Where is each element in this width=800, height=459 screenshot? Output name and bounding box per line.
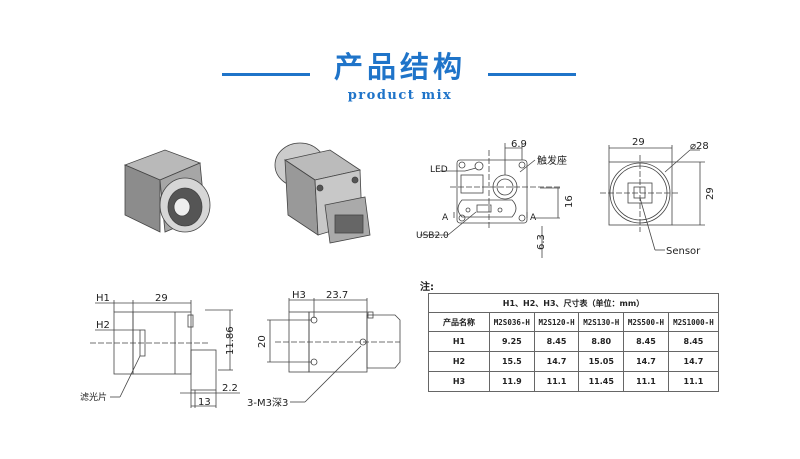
dim-29: 29 [155,293,168,304]
sensor-label: Sensor [666,246,701,257]
row-label: H3 [428,371,490,392]
lens-height: 29 [705,187,716,200]
row-label: H1 [428,331,490,352]
usb-label: USB2.0 [416,231,449,241]
led-label: LED [430,165,448,175]
header-cell: M2S036-H [489,312,535,332]
filter-label: 滤光片 [80,391,107,403]
table-cell: 14.7 [667,351,720,372]
header-cell: M2S1000-H [667,312,720,332]
page-title: 产品结构 [333,50,466,84]
table-cell: 11.45 [578,371,625,392]
dim-h2: H2 [96,320,110,331]
dim-h3: H3 [292,290,306,301]
trigger-label: 触发座 [537,154,567,167]
dim-2-2: 2.2 [222,383,238,394]
dim-6-9: 6.9 [511,139,527,150]
table-row: H3 11.9 11.1 11.45 11.1 11.1 [428,371,720,392]
row-label: H2 [428,351,490,372]
table-cell: 15.5 [489,351,535,372]
header-cell: 产品名称 [428,312,490,332]
table-cell: 8.45 [533,331,580,352]
table-cell: 8.80 [578,331,625,352]
table-cell: 11.1 [533,371,580,392]
table-row: H2 15.5 14.7 15.05 14.7 14.7 [428,351,720,372]
dim-13: 13 [198,397,211,408]
header-cell: M2S500-H [623,312,669,332]
dim-23-7: 23.7 [326,290,348,301]
table-cell: 15.05 [578,351,625,372]
title-line-right [488,73,576,76]
rear-panel-drawing: 6.9 LED 触发座 16 6.3 USB2.0 A A [416,139,575,258]
dim-6-3: 6.3 [536,234,547,250]
top-view-drawing: H3 23.7 20 3-M3深3 [247,290,401,409]
title-line-left [222,73,310,76]
dim-h1: H1 [96,293,110,304]
side-view-drawing: H1 H2 29 11.86 2.2 13 滤光片 [80,293,240,408]
table-row: H1 9.25 8.45 8.80 8.45 8.45 [428,331,720,352]
lens-diameter: ⌀28 [690,141,709,152]
table-cell: 11.1 [667,371,720,392]
header-cell: M2S130-H [578,312,625,332]
table-cell: 14.7 [623,351,669,372]
camera-photo-front [123,149,211,233]
mount-holes-label: 3-M3深3 [247,397,288,409]
table-cell: 14.7 [533,351,580,372]
table-cell: 11.9 [489,371,535,392]
lens-width: 29 [632,137,645,148]
table-cell: 11.1 [623,371,669,392]
dim-11-86: 11.86 [225,326,236,355]
table-title: H1、H2、H3、尺寸表（单位：mm） [428,293,719,313]
table-header-row: 产品名称 M2S036-H M2S120-H M2S130-H M2S500-H… [428,312,720,332]
dim-20: 20 [257,335,268,348]
page-subtitle: product mix [347,88,453,103]
lens-face-drawing: 29 29 ⌀28 Sensor [600,137,716,257]
table-note: 注: [420,282,434,293]
table-cell: 8.45 [667,331,720,352]
header-cell: M2S120-H [533,312,580,332]
section-a-left: A [442,213,449,223]
dim-16: 16 [564,195,575,208]
table-cell: 9.25 [489,331,535,352]
section-a-right: A [530,213,537,223]
table-cell: 8.45 [623,331,669,352]
dimension-table: H1、H2、H3、尺寸表（单位：mm） 产品名称 M2S036-H M2S120… [428,293,720,392]
camera-photo-back [274,142,371,244]
